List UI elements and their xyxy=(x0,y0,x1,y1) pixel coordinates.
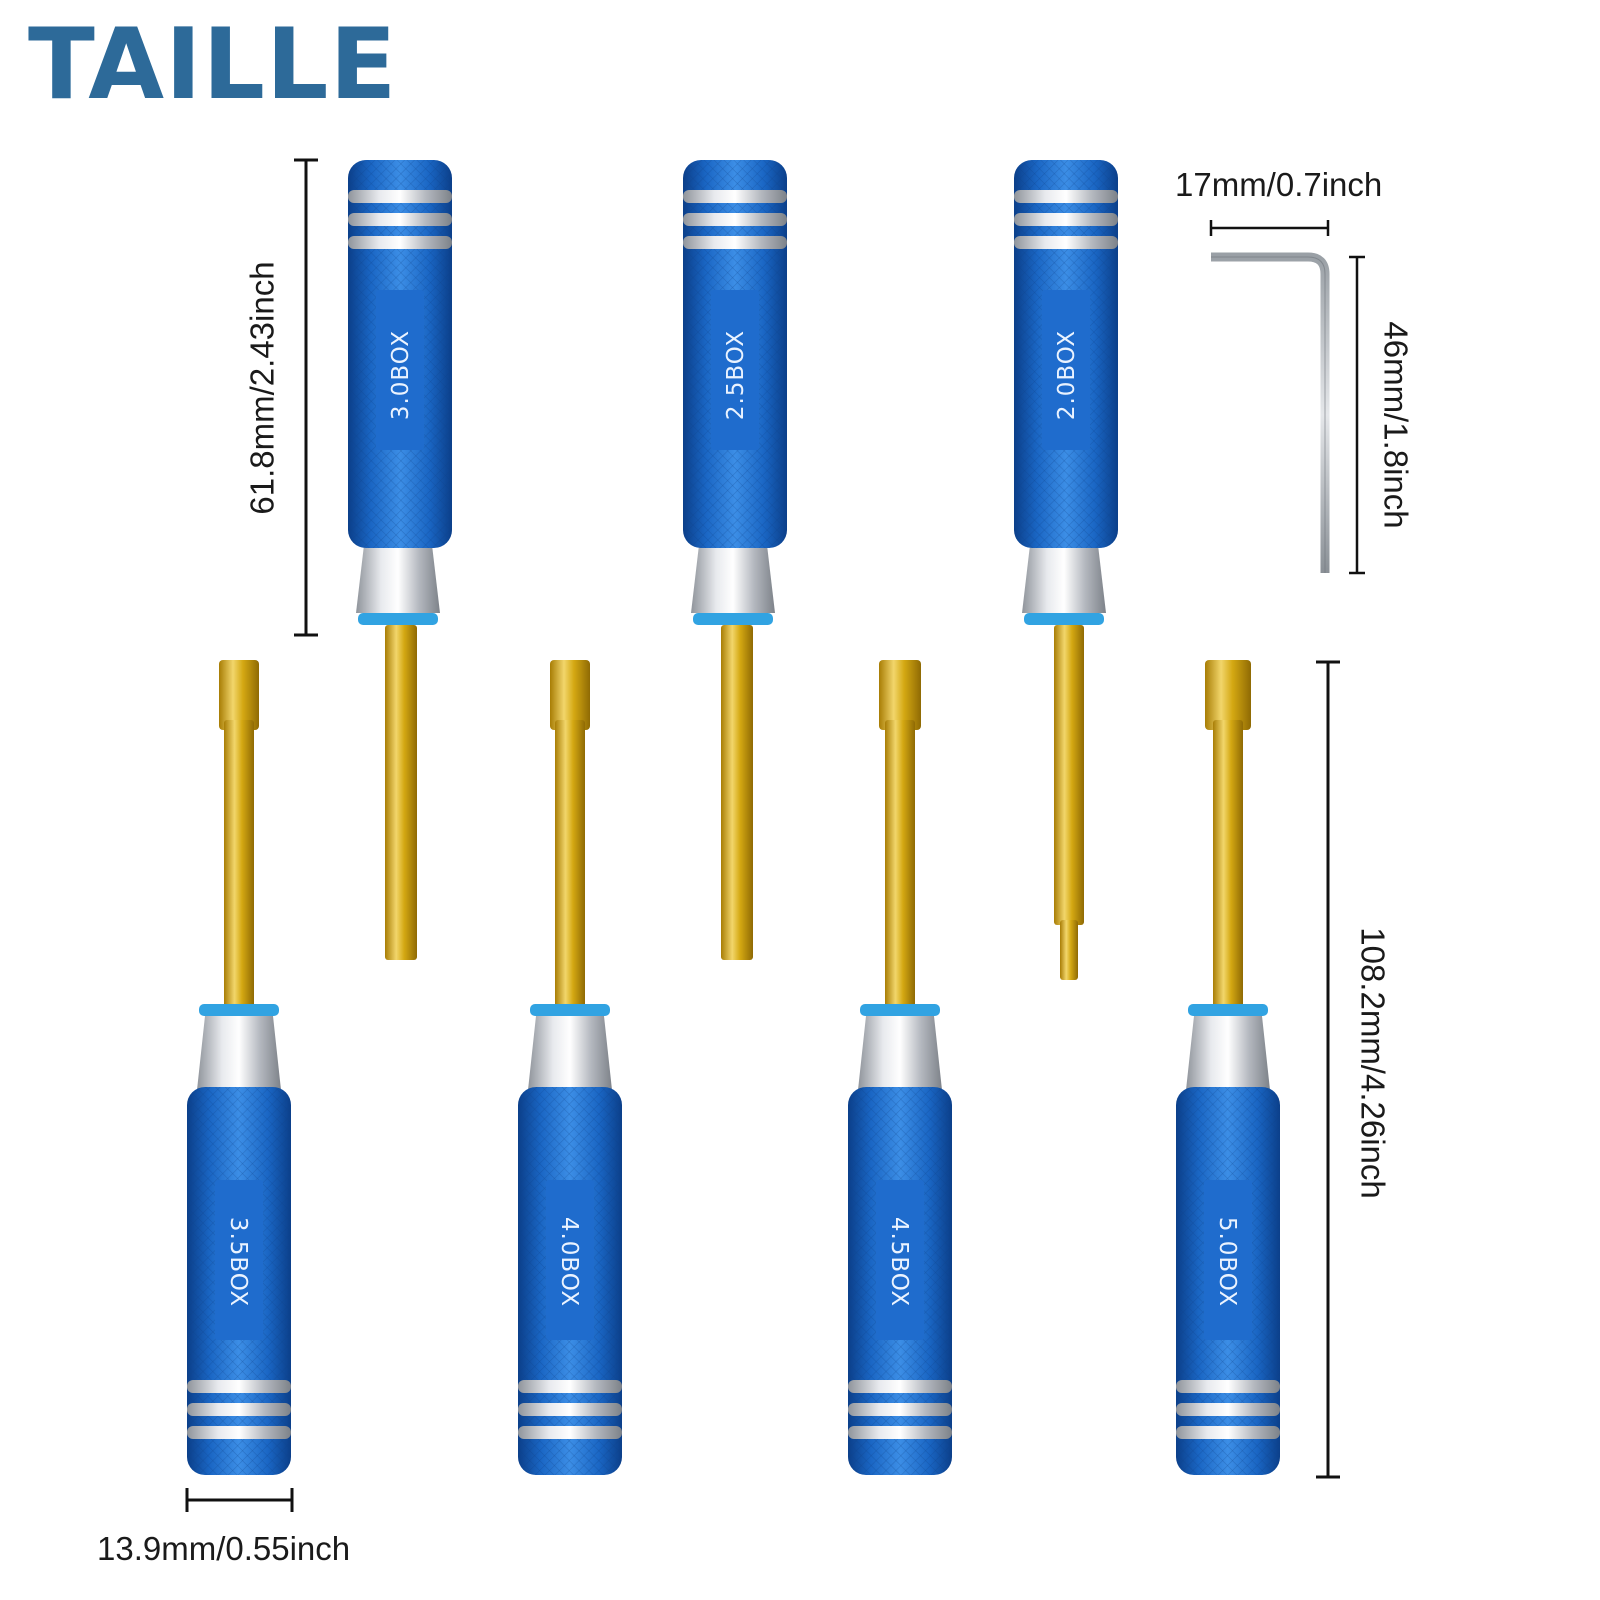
handle-length-label: 61.8mm/2.43inch xyxy=(243,261,281,515)
nut-driver-2-0: 2.0BOX xyxy=(1014,160,1118,980)
page-title: TAILLE xyxy=(28,8,398,122)
nut-driver-3-5: 3.5BOX xyxy=(187,660,291,1475)
handle-label: 4.0BOX xyxy=(556,1217,582,1307)
total-length-label: 108.2mm/4.26inch xyxy=(1354,927,1392,1199)
nut-driver-5-0: 5.0BOX xyxy=(1176,660,1280,1475)
dimension-line-hex-key-length xyxy=(1349,255,1365,575)
handle-label: 2.0BOX xyxy=(1054,330,1080,420)
hex-key-width-label: 17mm/0.7inch xyxy=(1175,166,1383,203)
nut-driver-2-5: 2.5BOX xyxy=(683,160,787,960)
dimension-line-total-length xyxy=(1316,660,1340,1479)
hex-key-length-label: 46mm/1.8inch xyxy=(1377,321,1415,529)
hex-key xyxy=(1211,252,1330,573)
handle-label: 3.0BOX xyxy=(388,330,414,420)
handle-label: 2.5BOX xyxy=(723,330,749,420)
dimension-line-handle-diameter xyxy=(185,1488,294,1512)
handle-label: 5.0BOX xyxy=(1214,1217,1240,1307)
nut-driver-4-5: 4.5BOX xyxy=(848,660,952,1475)
handle-label: 4.5BOX xyxy=(886,1217,912,1307)
dimension-line-hex-key-width xyxy=(1209,220,1330,236)
handle-label: 3.5BOX xyxy=(225,1217,251,1307)
dimension-line-handle-length xyxy=(294,158,318,637)
nut-driver-3-0: 3.0BOX xyxy=(348,160,452,960)
handle-diameter-label: 13.9mm/0.55inch xyxy=(97,1530,351,1567)
nut-driver-4-0: 4.0BOX xyxy=(518,660,622,1475)
